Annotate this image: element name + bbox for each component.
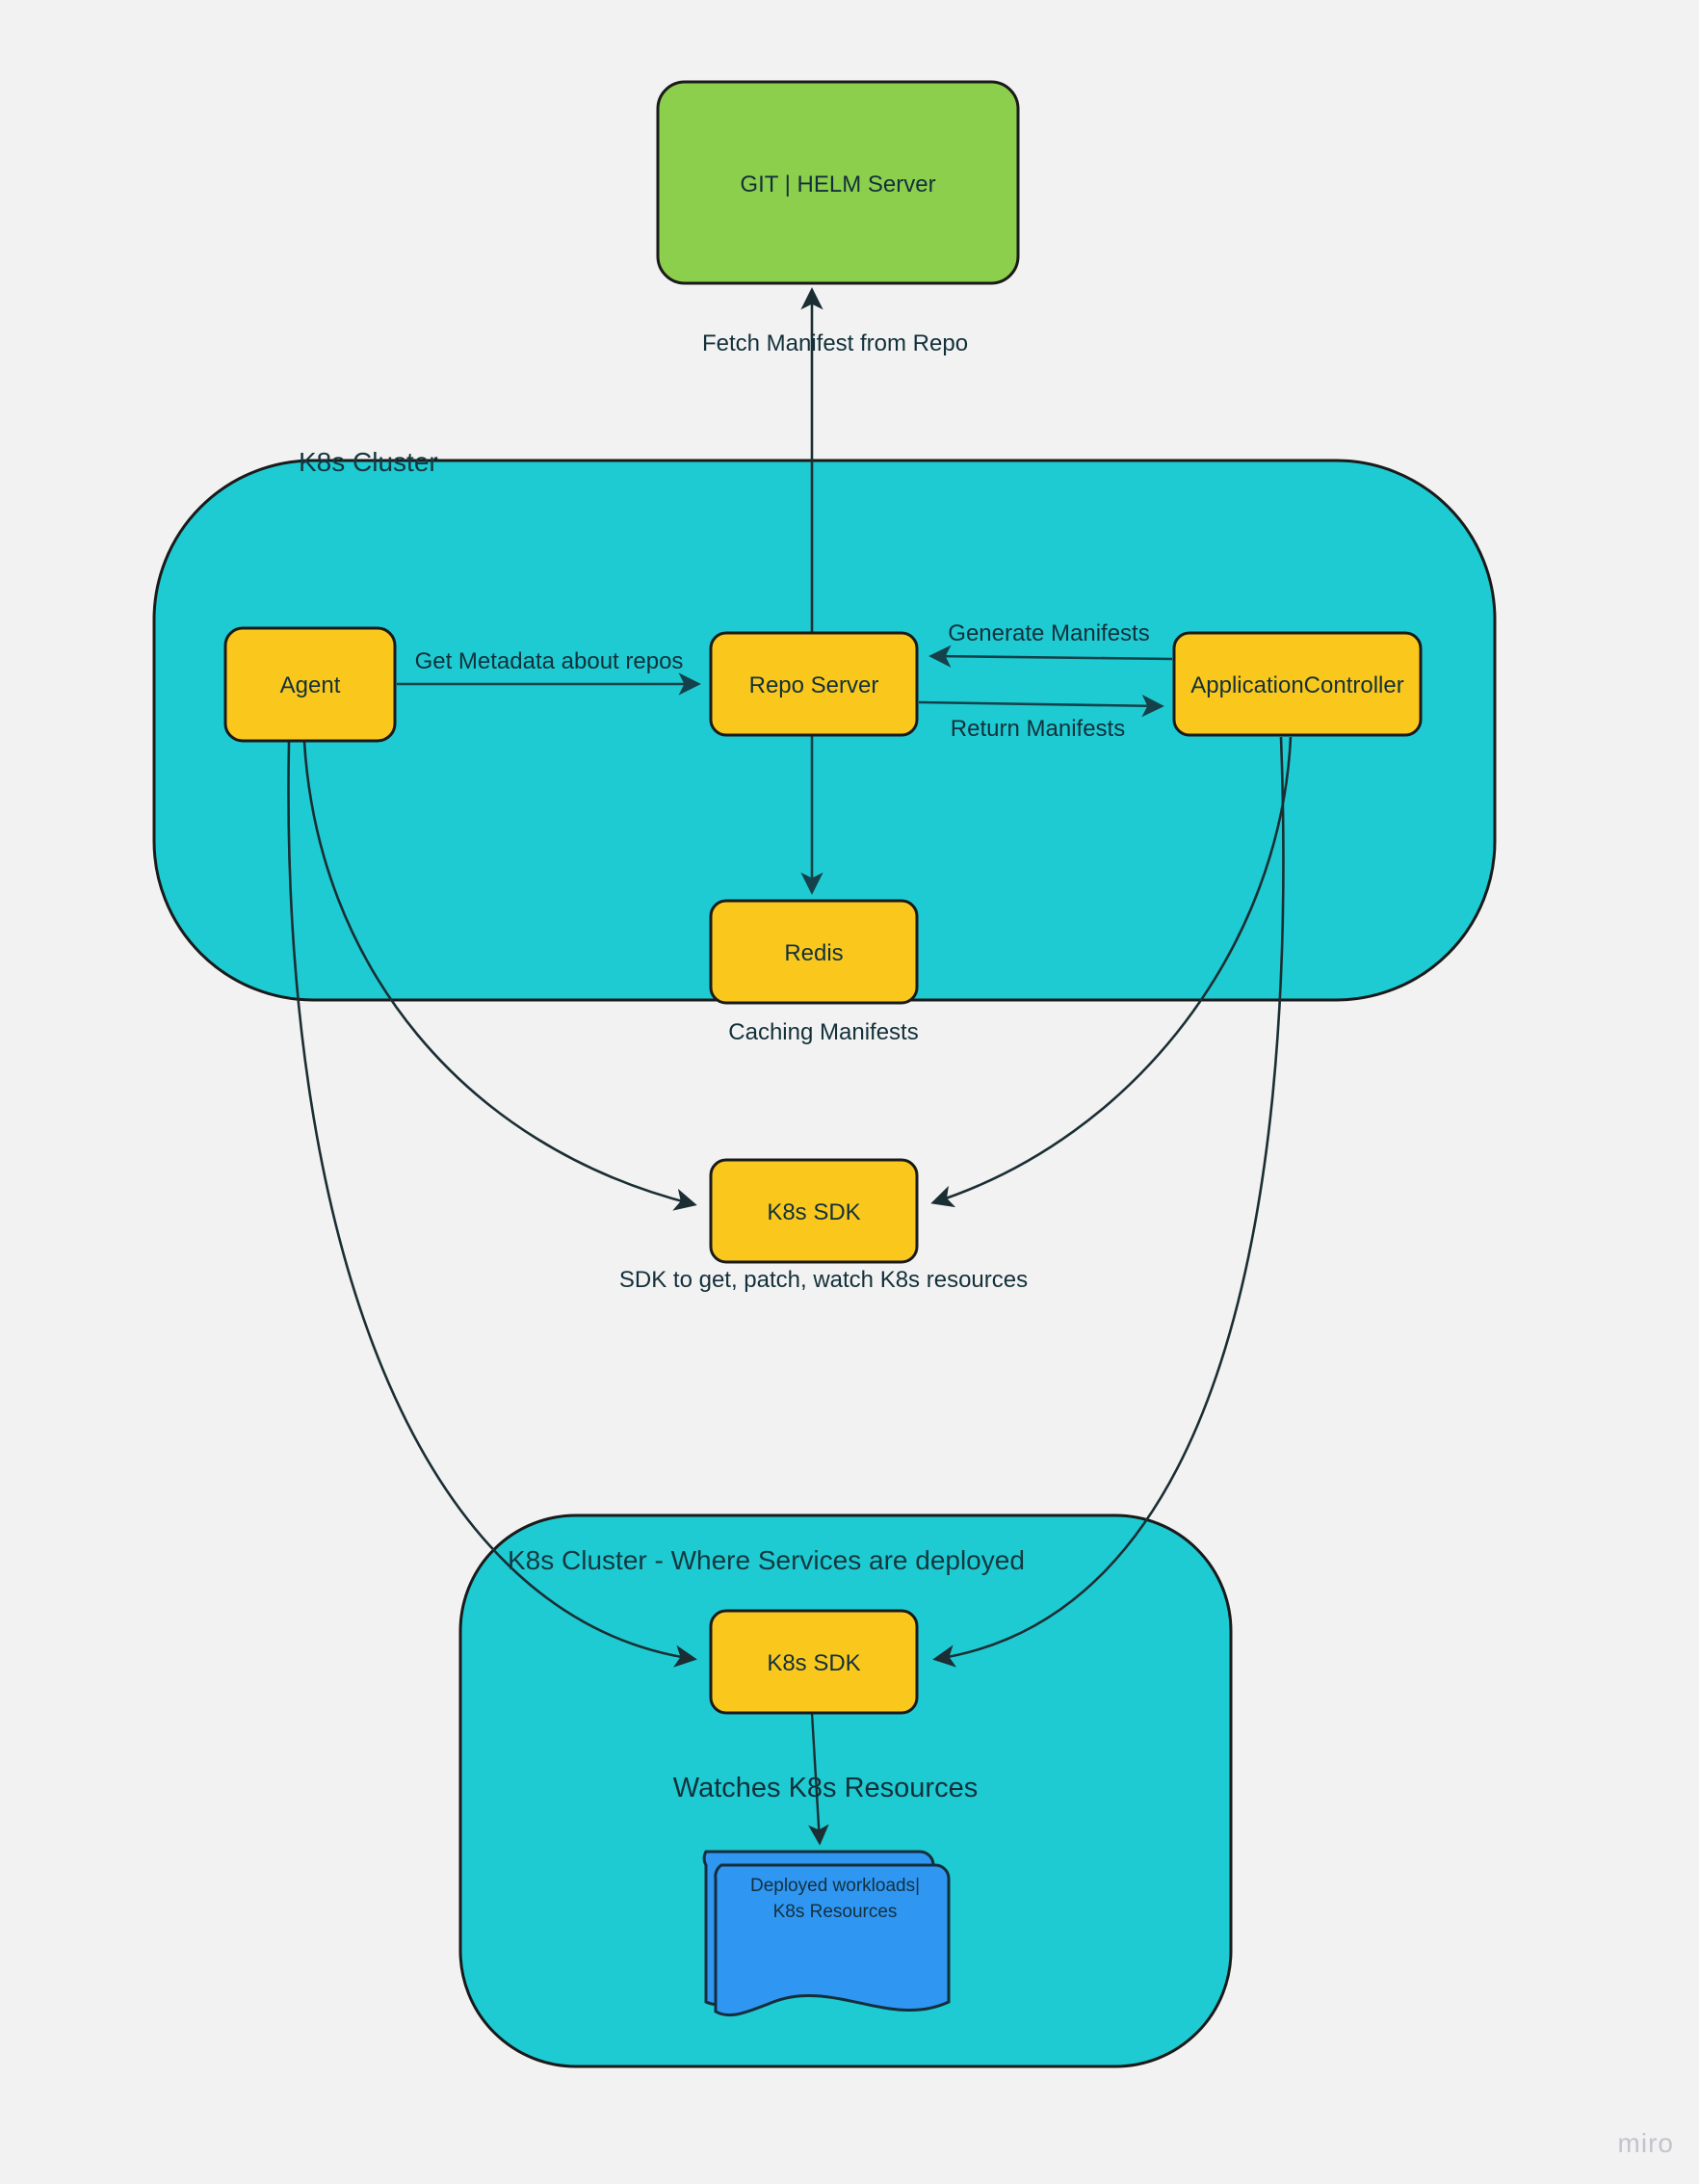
node-repo-server[interactable] (709, 631, 919, 737)
node-agent[interactable] (223, 626, 397, 743)
node-deployed-workloads[interactable] (714, 1863, 951, 2017)
node-redis[interactable] (709, 899, 919, 1005)
group-k8s-cluster-services[interactable] (458, 1513, 1233, 2068)
miro-watermark: miro (1617, 2128, 1674, 2158)
node-label-deployed-workloads-line2: K8s Resources (772, 1902, 898, 1922)
node-application-controller[interactable] (1172, 631, 1423, 737)
node-git-helm-server[interactable] (656, 80, 1020, 285)
edge-appcontroller-to-repo-server[interactable] (928, 645, 1173, 668)
node-label-deployed-workloads-line1: Deployed workloads| (749, 1876, 921, 1896)
edge-repo-server-to-appcontroller[interactable] (918, 694, 1164, 718)
edge-k8s-sdk-services-to-workloads[interactable] (808, 1712, 829, 1846)
edge-agent-to-k8s-sdk-main[interactable] (302, 741, 697, 1211)
edge-appcontroller-to-k8s-sdk-main[interactable] (930, 736, 1293, 1208)
node-k8s-sdk-main[interactable] (709, 1158, 919, 1264)
edge-agent-to-k8s-sdk-services[interactable] (287, 741, 697, 1668)
node-k8s-sdk-services[interactable] (709, 1609, 919, 1715)
edge-appcontroller-to-k8s-sdk-services[interactable] (932, 736, 1285, 1668)
